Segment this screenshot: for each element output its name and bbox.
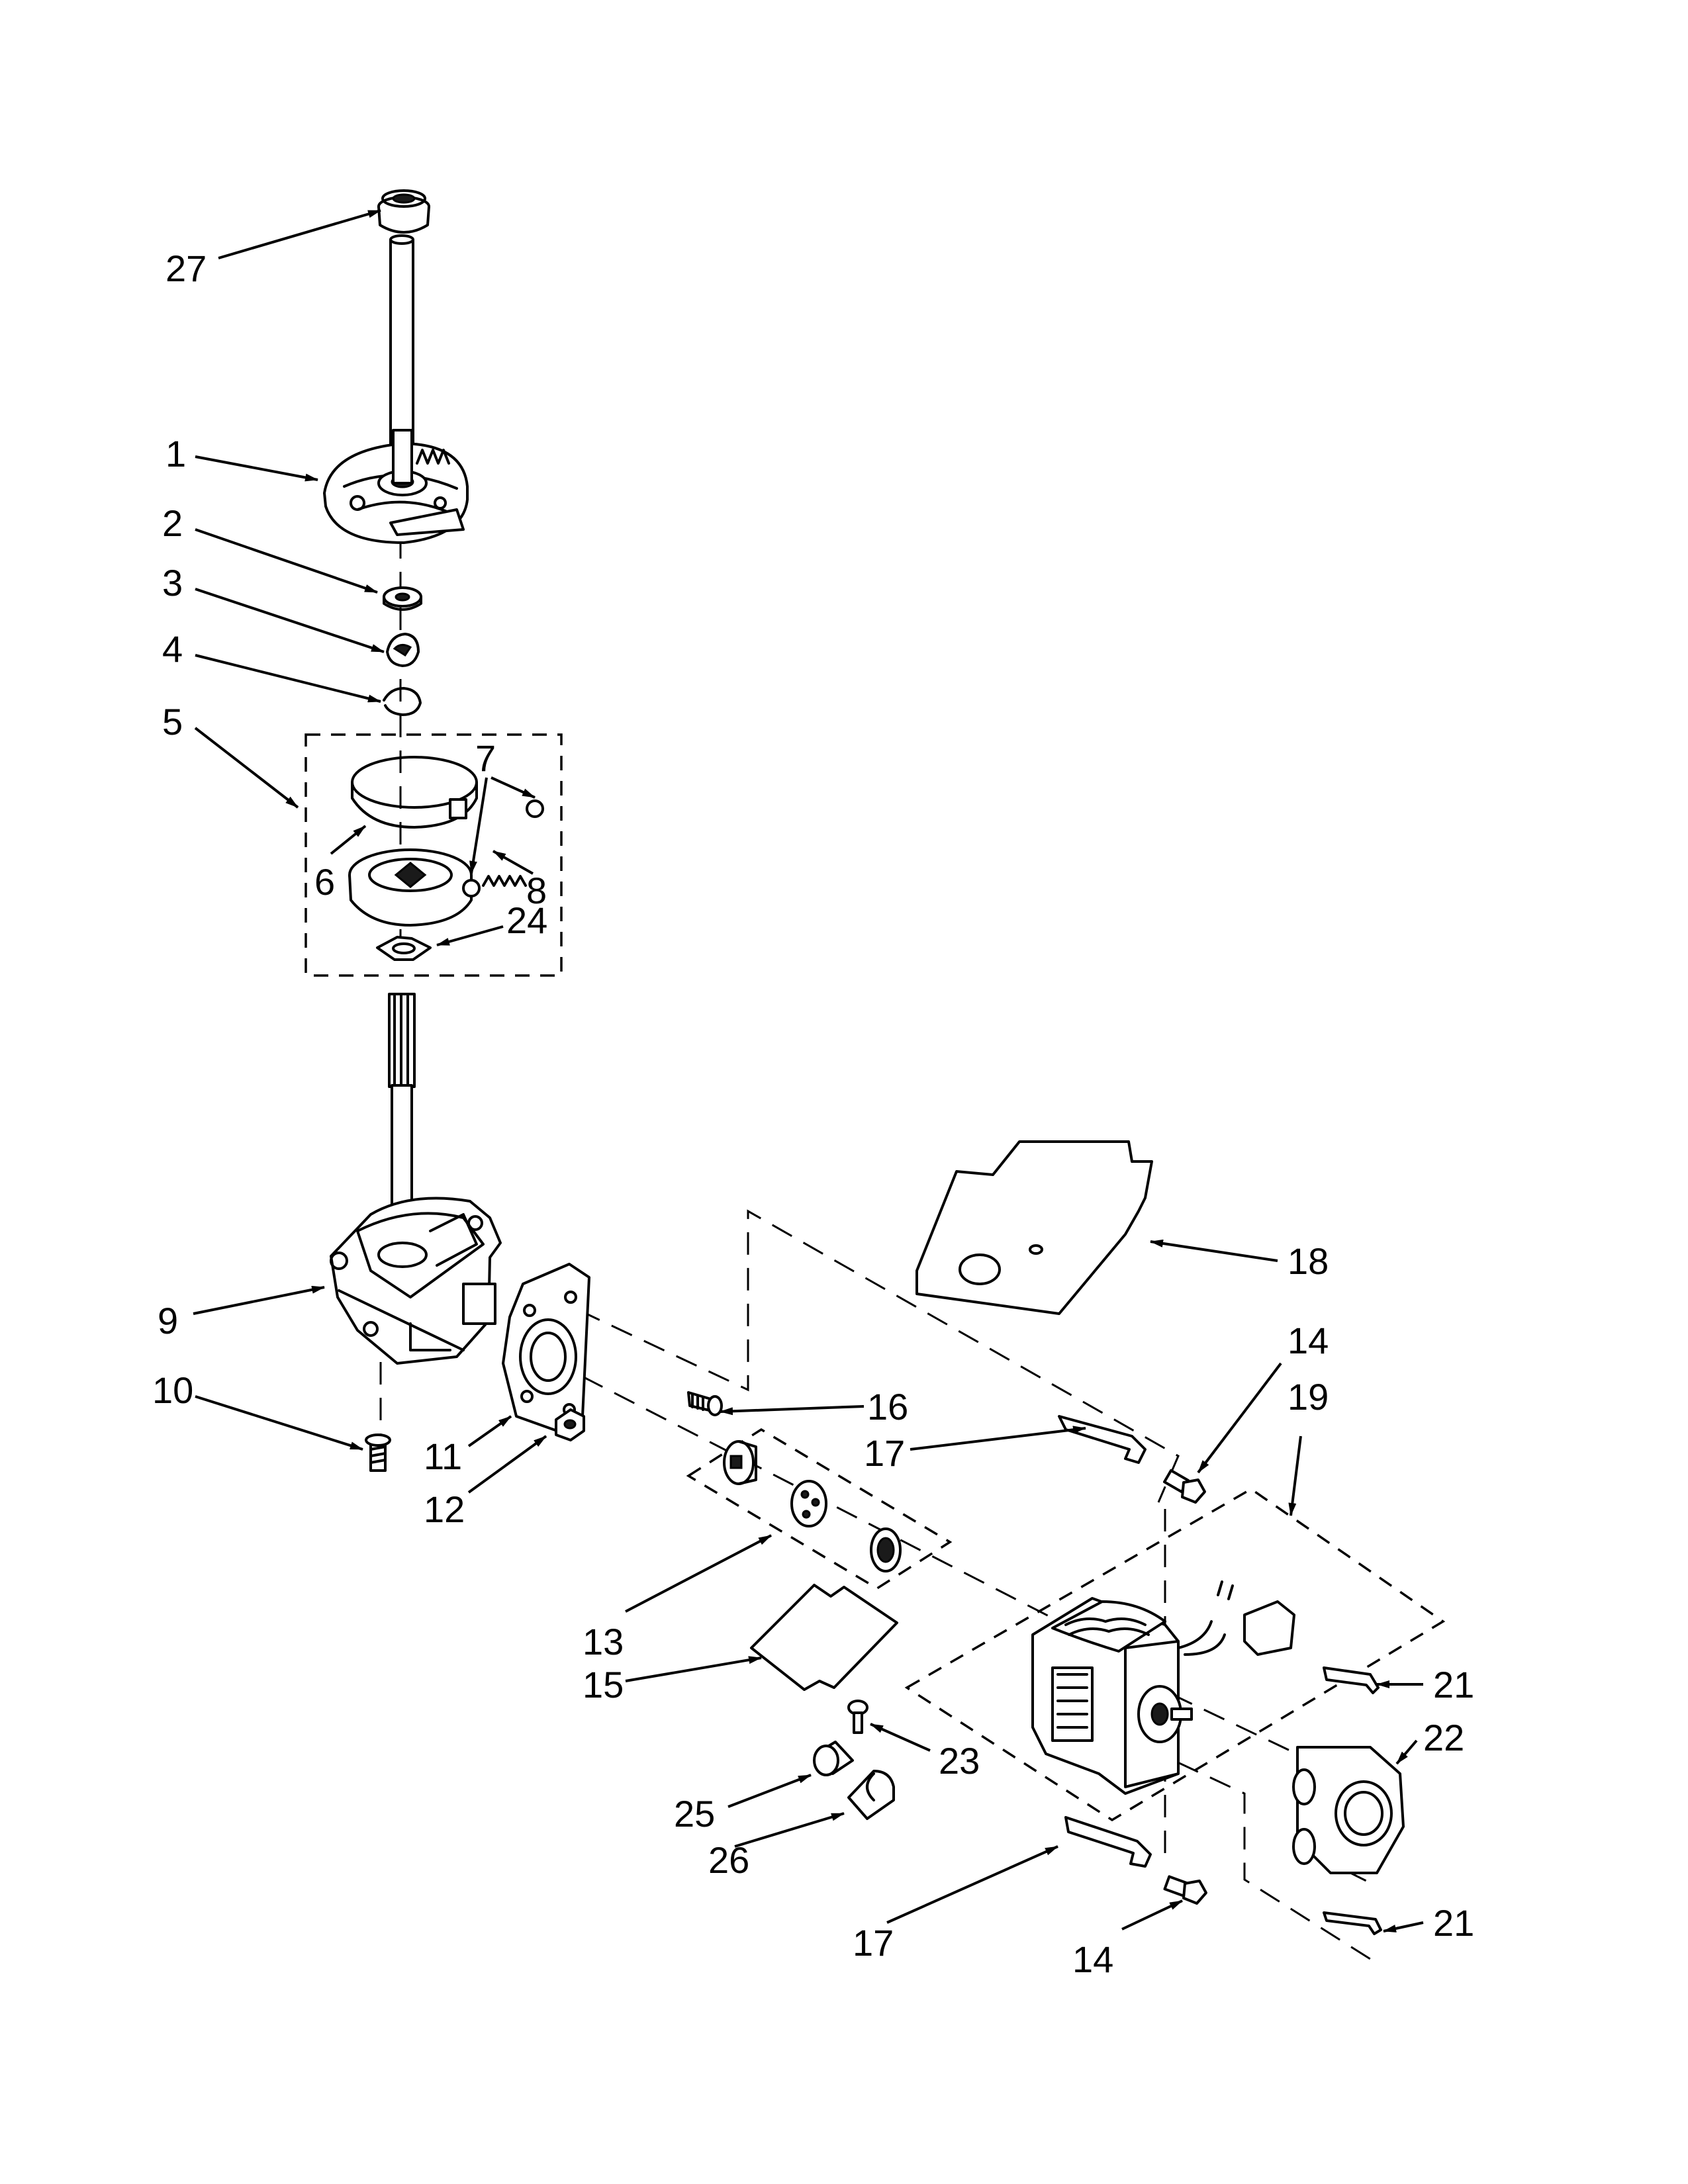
callout-22: 22 (1423, 1717, 1464, 1758)
callout-7: 7 (475, 737, 496, 779)
part-6-brake-band (351, 756, 478, 829)
part-17-lower-clip (1064, 1816, 1152, 1868)
callout-19: 19 (1288, 1376, 1329, 1418)
callout-5: 5 (162, 701, 183, 743)
callout-27: 27 (165, 248, 207, 289)
callout-17-upper: 17 (864, 1432, 905, 1474)
part-1-brake-cam-assembly (323, 429, 469, 544)
callout-8: 8 (526, 870, 547, 911)
part-21-upper-clip (1323, 1666, 1380, 1694)
part-4-retaining-ring (383, 687, 422, 716)
part-22-motor-bracket (1292, 1746, 1405, 1874)
callout-11: 11 (424, 1435, 462, 1477)
part-14-upper-bolt (1163, 1469, 1206, 1504)
part-11-mounting-plate (502, 1263, 590, 1434)
callout-15: 15 (583, 1664, 624, 1706)
leader-lines (193, 209, 1424, 1933)
part-13-motor-coupling (723, 1440, 902, 1572)
callout-3: 3 (162, 562, 183, 604)
part-7-8-spring-and-plugs (462, 799, 544, 897)
callout-2: 2 (162, 502, 183, 544)
callout-21-lower: 21 (1433, 1902, 1474, 1944)
part-14-lower-bolt (1163, 1875, 1207, 1905)
callout-23: 23 (939, 1740, 980, 1782)
part-15-shield (750, 1584, 898, 1691)
clutch-drum (348, 848, 473, 927)
callout-14-lower: 14 (1072, 1938, 1113, 1980)
part-16-bolt (687, 1391, 723, 1416)
part-18-motor-shield (915, 1140, 1153, 1315)
assembly-guides (379, 536, 1378, 1960)
callout-25: 25 (674, 1793, 715, 1835)
part-10-screw (365, 1433, 391, 1472)
part-25-bushing (813, 1741, 854, 1776)
callout-17-lower: 17 (853, 1922, 894, 1964)
callout-16: 16 (867, 1386, 908, 1428)
drive-motor (1031, 1580, 1295, 1795)
callout-10: 10 (152, 1369, 193, 1411)
clutch-group-box-5 (305, 733, 563, 977)
callout-9: 9 (158, 1300, 178, 1342)
part-27-bearing-seal (377, 189, 430, 234)
callout-labels: 27 1 2 3 4 5 7 6 8 24 9 10 11 12 16 17 1… (152, 248, 1474, 1980)
part-3-clip (386, 633, 420, 667)
part-21-lower-clip (1323, 1911, 1382, 1935)
splined-drive-shaft (388, 993, 416, 1232)
callout-4: 4 (162, 628, 183, 670)
part-23-screw (847, 1700, 868, 1734)
callout-24: 24 (506, 899, 547, 941)
callout-12: 12 (424, 1488, 465, 1530)
part-17-upper-clip (1058, 1415, 1147, 1464)
part-24-retainer (376, 936, 432, 961)
part-9-gearcase (330, 1197, 502, 1365)
callout-26: 26 (708, 1839, 749, 1881)
callout-14-upper: 14 (1288, 1320, 1329, 1361)
motor-group-box-19 (904, 1487, 1446, 1822)
callout-1: 1 (165, 433, 186, 475)
part-2-washer (383, 586, 422, 611)
callout-6: 6 (314, 861, 335, 903)
part-12-nut (555, 1408, 585, 1441)
callout-18: 18 (1288, 1240, 1329, 1282)
part-26-clamp (847, 1770, 895, 1820)
callout-21-upper: 21 (1433, 1664, 1474, 1706)
callout-13: 13 (583, 1621, 624, 1662)
